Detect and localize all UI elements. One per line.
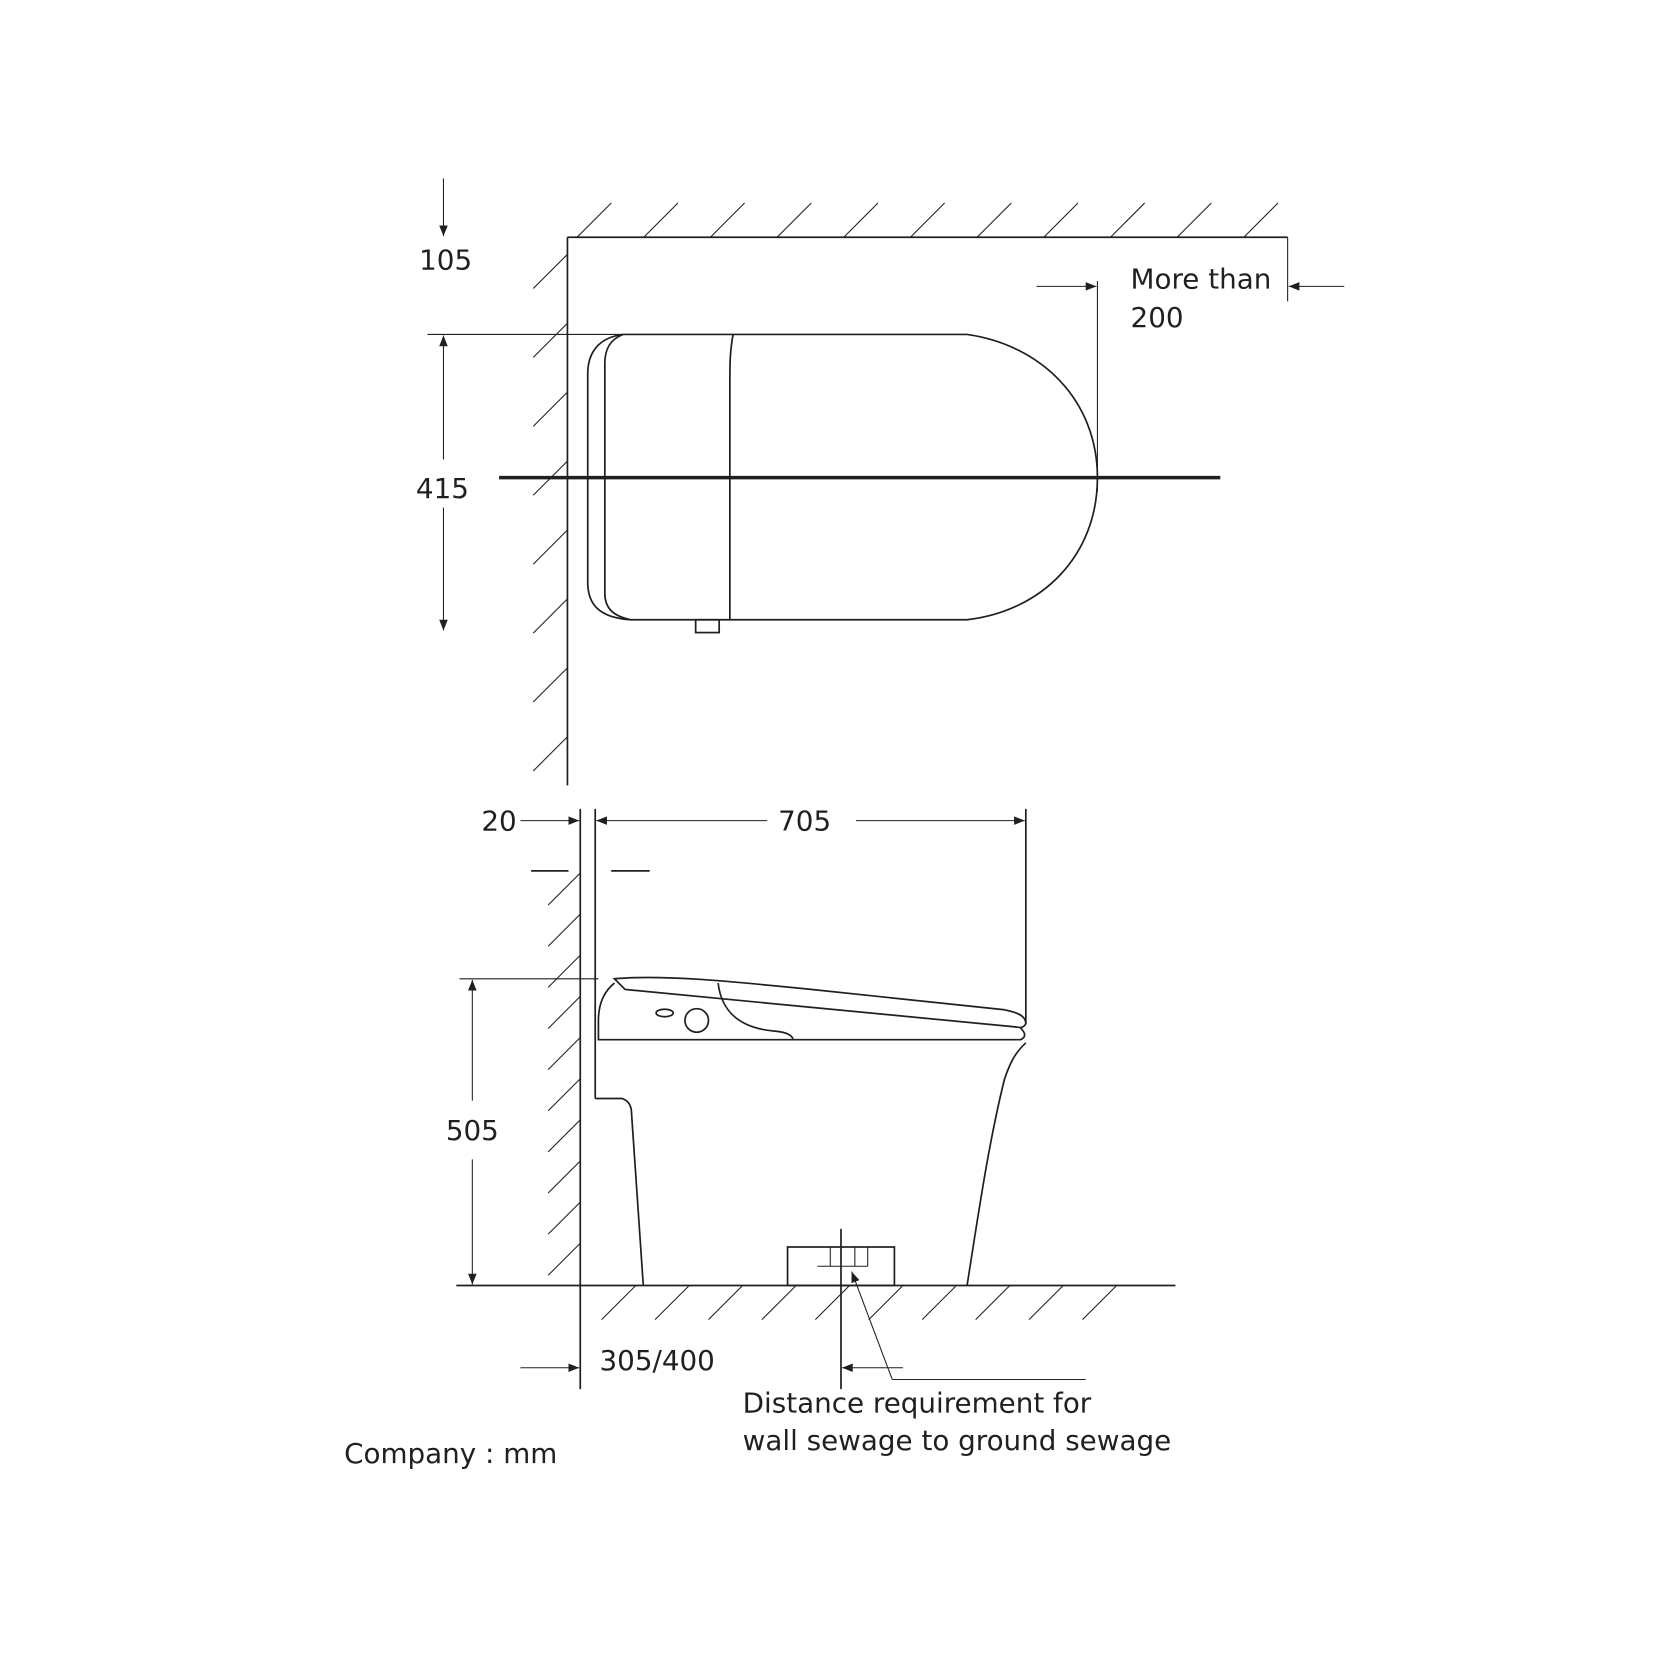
hatch-mark: [532, 736, 568, 772]
hatch-mark: [532, 667, 568, 703]
clearance-label: More than: [1131, 263, 1272, 296]
dim-105-label: 105: [419, 243, 472, 276]
dim-415-label: 415: [416, 472, 469, 505]
hatch-mark: [843, 202, 879, 238]
unit-label: Company : mm: [344, 1437, 557, 1470]
dim-rough-in-label: 305/400: [600, 1344, 715, 1377]
note-line-2: wall sewage to ground sewage: [743, 1424, 1172, 1457]
hatch-mark: [601, 1285, 637, 1321]
hatch-mark: [547, 1037, 581, 1070]
clearance-value: 200: [1131, 301, 1184, 334]
hatch-mark: [761, 1285, 797, 1321]
outlet-tab: [694, 618, 721, 634]
hatch-mark: [547, 1201, 581, 1235]
hatch-mark: [921, 1285, 957, 1321]
hatch-mark: [576, 202, 612, 238]
hatch-mark: [547, 954, 581, 988]
hatch-mark: [1043, 202, 1079, 238]
hatch-mark: [547, 1242, 581, 1276]
hatch-mark: [532, 598, 568, 634]
hatch-mark: [547, 1078, 581, 1112]
hatch-mark: [868, 1285, 904, 1321]
seat-lid: [612, 976, 1027, 1029]
body-rear-outline: [595, 1097, 645, 1286]
hatch-mark: [910, 202, 946, 238]
hatch-mark: [1028, 1285, 1064, 1321]
hatch-mark: [532, 322, 568, 358]
leader-arrow: [851, 1271, 893, 1380]
top-view: 105 415 More than 200: [416, 178, 1345, 786]
hatch-mark: [814, 1285, 850, 1321]
hatch-mark: [532, 391, 568, 427]
note-line-1: Distance requirement for: [743, 1387, 1092, 1420]
hatch-mark: [547, 1119, 581, 1153]
dim-20-label: 20: [481, 804, 516, 837]
hatch-mark: [710, 202, 745, 238]
floor-hatch: [601, 1285, 1118, 1321]
seat-base: [597, 982, 1026, 1041]
hatch-mark: [547, 913, 581, 947]
hatch-mark: [547, 1160, 581, 1194]
hatch-mark: [532, 253, 568, 289]
hatch-mark: [708, 1285, 744, 1321]
hatch-mark: [1176, 202, 1212, 238]
hatch-mark: [976, 202, 1012, 238]
hatch-mark: [547, 872, 581, 906]
hatch-mark: [975, 1285, 1011, 1321]
control-knob: [684, 1007, 710, 1034]
tank-seam: [728, 334, 734, 620]
dim-705-label: 705: [778, 804, 831, 837]
side-wall-hatch: [547, 872, 581, 1276]
hatch-mark: [1110, 202, 1146, 238]
control-button: [655, 1008, 675, 1018]
hatch-mark: [532, 529, 568, 565]
hatch-mark: [547, 996, 581, 1029]
hatch-mark: [643, 202, 679, 238]
hatch-mark: [654, 1285, 690, 1321]
ceiling-wall-hatch: [576, 202, 1279, 238]
hatch-mark: [776, 202, 812, 238]
left-wall-hatch: [532, 253, 568, 772]
seat-side-curve: [717, 982, 794, 1040]
dim-505-label: 505: [446, 1114, 499, 1147]
side-view: 20 705 505 305/400 Distance requirement …: [446, 804, 1176, 1457]
hatch-mark: [1082, 1285, 1118, 1321]
hatch-mark: [1243, 202, 1279, 238]
body-front-outline: [966, 1042, 1027, 1286]
